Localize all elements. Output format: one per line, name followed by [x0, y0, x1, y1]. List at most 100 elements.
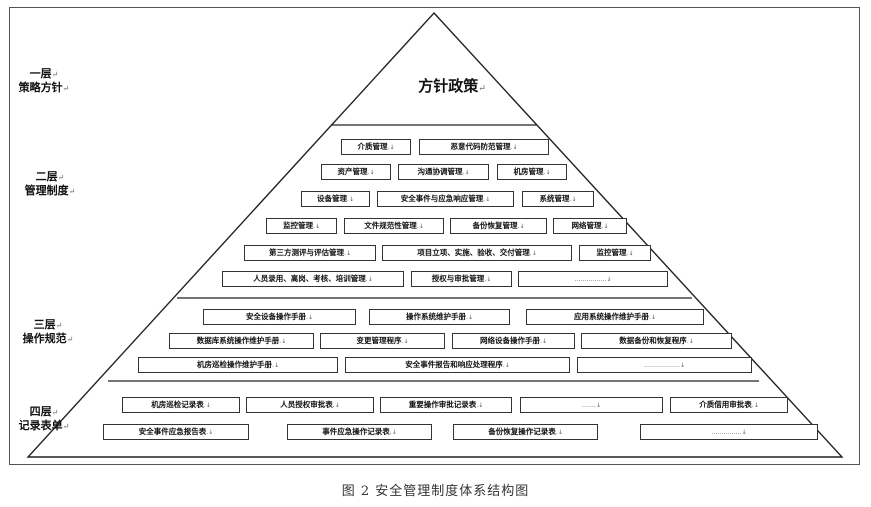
- procedure-box: 数据备份和恢复程序.↓: [581, 333, 732, 349]
- box-text: 备份恢复操作记录表: [488, 427, 556, 436]
- paragraph-mark: ↵: [51, 70, 59, 79]
- box-text: 介质管理: [357, 142, 388, 151]
- level-number: 四层: [29, 405, 52, 418]
- box-text: ……………: [711, 429, 742, 436]
- record-form-box: ……………↓: [640, 424, 818, 440]
- box-text: 网络管理: [571, 221, 602, 230]
- procedure-box: 网络设备操作手册.↓: [452, 333, 575, 349]
- box-text: 重要操作审批记录表: [408, 400, 477, 409]
- management-box: 沟通协调管理.↓: [398, 164, 489, 180]
- management-box: 介质管理.↓: [341, 139, 411, 155]
- paragraph-mark: ↵: [478, 84, 486, 94]
- procedure-box: 安全设备操作手册.↓: [203, 309, 356, 325]
- box-text: 沟通协调管理: [417, 167, 463, 176]
- box-text: ……: [582, 402, 595, 409]
- management-box: 资产管理.↓: [321, 164, 391, 180]
- box-text: 监控管理: [596, 248, 627, 257]
- level-name: 管理制度: [24, 184, 69, 197]
- box-text: 安全事件应急报告表: [138, 427, 207, 436]
- procedure-box: 应用系统操作维护手册.↓: [526, 309, 704, 325]
- level-name: 记录表单: [18, 419, 63, 432]
- box-text: ……………: [574, 276, 605, 283]
- box-text: 备份恢复管理: [472, 221, 518, 230]
- box-text: 第三方测评与评估管理: [269, 248, 345, 257]
- management-box: 系统管理.↓: [522, 191, 594, 207]
- box-text: 人员录用、离岗、考核、培训管理: [253, 274, 366, 283]
- box-text: 安全事件报告和响应处理程序: [405, 360, 503, 369]
- box-text: 授权与审批管理: [431, 274, 485, 283]
- management-box: 备份恢复管理.↓: [450, 218, 547, 234]
- management-box: 安全事件与应急响应管理.↓: [377, 191, 514, 207]
- level-label-4: 四层↵ 记录表单↵: [14, 405, 74, 433]
- procedure-box: 操作系统维护手册.↓: [369, 309, 510, 325]
- box-text: 资产管理: [337, 167, 368, 176]
- box-text: 介质借用审批表: [699, 400, 752, 409]
- procedure-box: 安全事件报告和响应处理程序.↓: [345, 357, 570, 373]
- level-number: 一层: [29, 67, 52, 80]
- level-number: 二层: [35, 170, 58, 183]
- paragraph-mark: ↵: [62, 422, 70, 431]
- box-text: 操作系统维护手册: [406, 312, 467, 321]
- box-text: 事件应急操作记录表: [322, 427, 390, 436]
- box-text: 恶意代码防范管理: [450, 142, 511, 151]
- management-box: 监控管理.↓: [579, 245, 651, 261]
- level-label-2: 二层↵ 管理制度↵: [18, 170, 82, 198]
- management-box: 恶意代码防范管理.↓: [419, 139, 549, 155]
- procedure-box: ………………↓: [577, 357, 752, 373]
- box-text: 数据备份和恢复程序: [619, 336, 687, 345]
- record-form-box: 事件应急操作记录表.↓: [287, 424, 432, 440]
- box-text: 监控管理: [283, 221, 314, 230]
- box-text: 文件规范性管理: [364, 221, 417, 230]
- policy-text: 方针政策: [418, 77, 479, 95]
- record-form-box: …….↓: [520, 397, 663, 413]
- level-name: 策略方针: [18, 81, 63, 94]
- paragraph-mark: ↵: [68, 187, 76, 196]
- box-text: 设备管理: [317, 194, 348, 203]
- procedure-box: 变更管理程序.↓: [320, 333, 445, 349]
- management-box: 项目立项、实施、验收、交付管理.↓: [382, 245, 572, 261]
- box-text: 人员授权审批表: [280, 400, 333, 409]
- record-form-box: 人员授权审批表.↓: [246, 397, 374, 413]
- box-text: 网络设备操作手册: [480, 336, 541, 345]
- management-box: 网络管理.↓: [553, 218, 627, 234]
- record-form-box: 安全事件应急报告表.↓: [103, 424, 249, 440]
- box-text: 机房管理: [513, 167, 544, 176]
- paragraph-mark: ↵: [57, 173, 65, 182]
- management-box: 第三方测评与评估管理.↓: [244, 245, 376, 261]
- diagram-frame: [9, 7, 860, 465]
- box-text: 系统管理: [539, 194, 570, 203]
- management-box: 设备管理.↓: [301, 191, 370, 207]
- box-text: ………………: [643, 362, 680, 369]
- box-text: 数据库系统操作维护手册: [196, 336, 280, 345]
- box-text: 安全事件与应急响应管理: [400, 194, 484, 203]
- paragraph-mark: ↵: [51, 408, 59, 417]
- box-text: 机房巡检操作维护手册: [197, 360, 273, 369]
- management-box: 授权与审批管理.↓: [411, 271, 512, 287]
- procedure-box: 数据库系统操作维护手册.↓: [169, 333, 314, 349]
- level-label-1: 一层↵ 策略方针↵: [18, 67, 70, 95]
- level-label-3: 三层↵ 操作规范↵: [16, 318, 80, 346]
- management-box: …………….↓: [518, 271, 668, 287]
- management-box: 人员录用、离岗、考核、培训管理.↓: [222, 271, 404, 287]
- box-text: 项目立项、实施、验收、交付管理: [417, 248, 530, 257]
- paragraph-mark: ↵: [66, 335, 74, 344]
- box-text: 安全设备操作手册: [246, 312, 307, 321]
- paragraph-mark: ↵: [62, 84, 70, 93]
- box-text: 机房巡检记录表: [151, 400, 204, 409]
- level-number: 三层: [33, 318, 56, 331]
- paragraph-mark: ↵: [55, 321, 63, 330]
- management-box: 机房管理.↓: [497, 164, 567, 180]
- record-form-box: 介质借用审批表.↓: [670, 397, 788, 413]
- figure-caption: 图 2 安全管理制度体系结构图: [341, 484, 530, 499]
- policy-label: 方针政策↵: [392, 75, 512, 96]
- management-box: 监控管理.↓: [266, 218, 337, 234]
- procedure-box: 机房巡检操作维护手册.↓: [138, 357, 338, 373]
- pyramid-triangle: [26, 11, 844, 458]
- record-form-box: 备份恢复操作记录表.↓: [453, 424, 598, 440]
- record-form-box: 重要操作审批记录表.↓: [380, 397, 512, 413]
- box-text: 变更管理程序: [356, 336, 402, 345]
- box-text: 应用系统操作维护手册: [574, 312, 650, 321]
- record-form-box: 机房巡检记录表.↓: [122, 397, 240, 413]
- management-box: 文件规范性管理.↓: [344, 218, 444, 234]
